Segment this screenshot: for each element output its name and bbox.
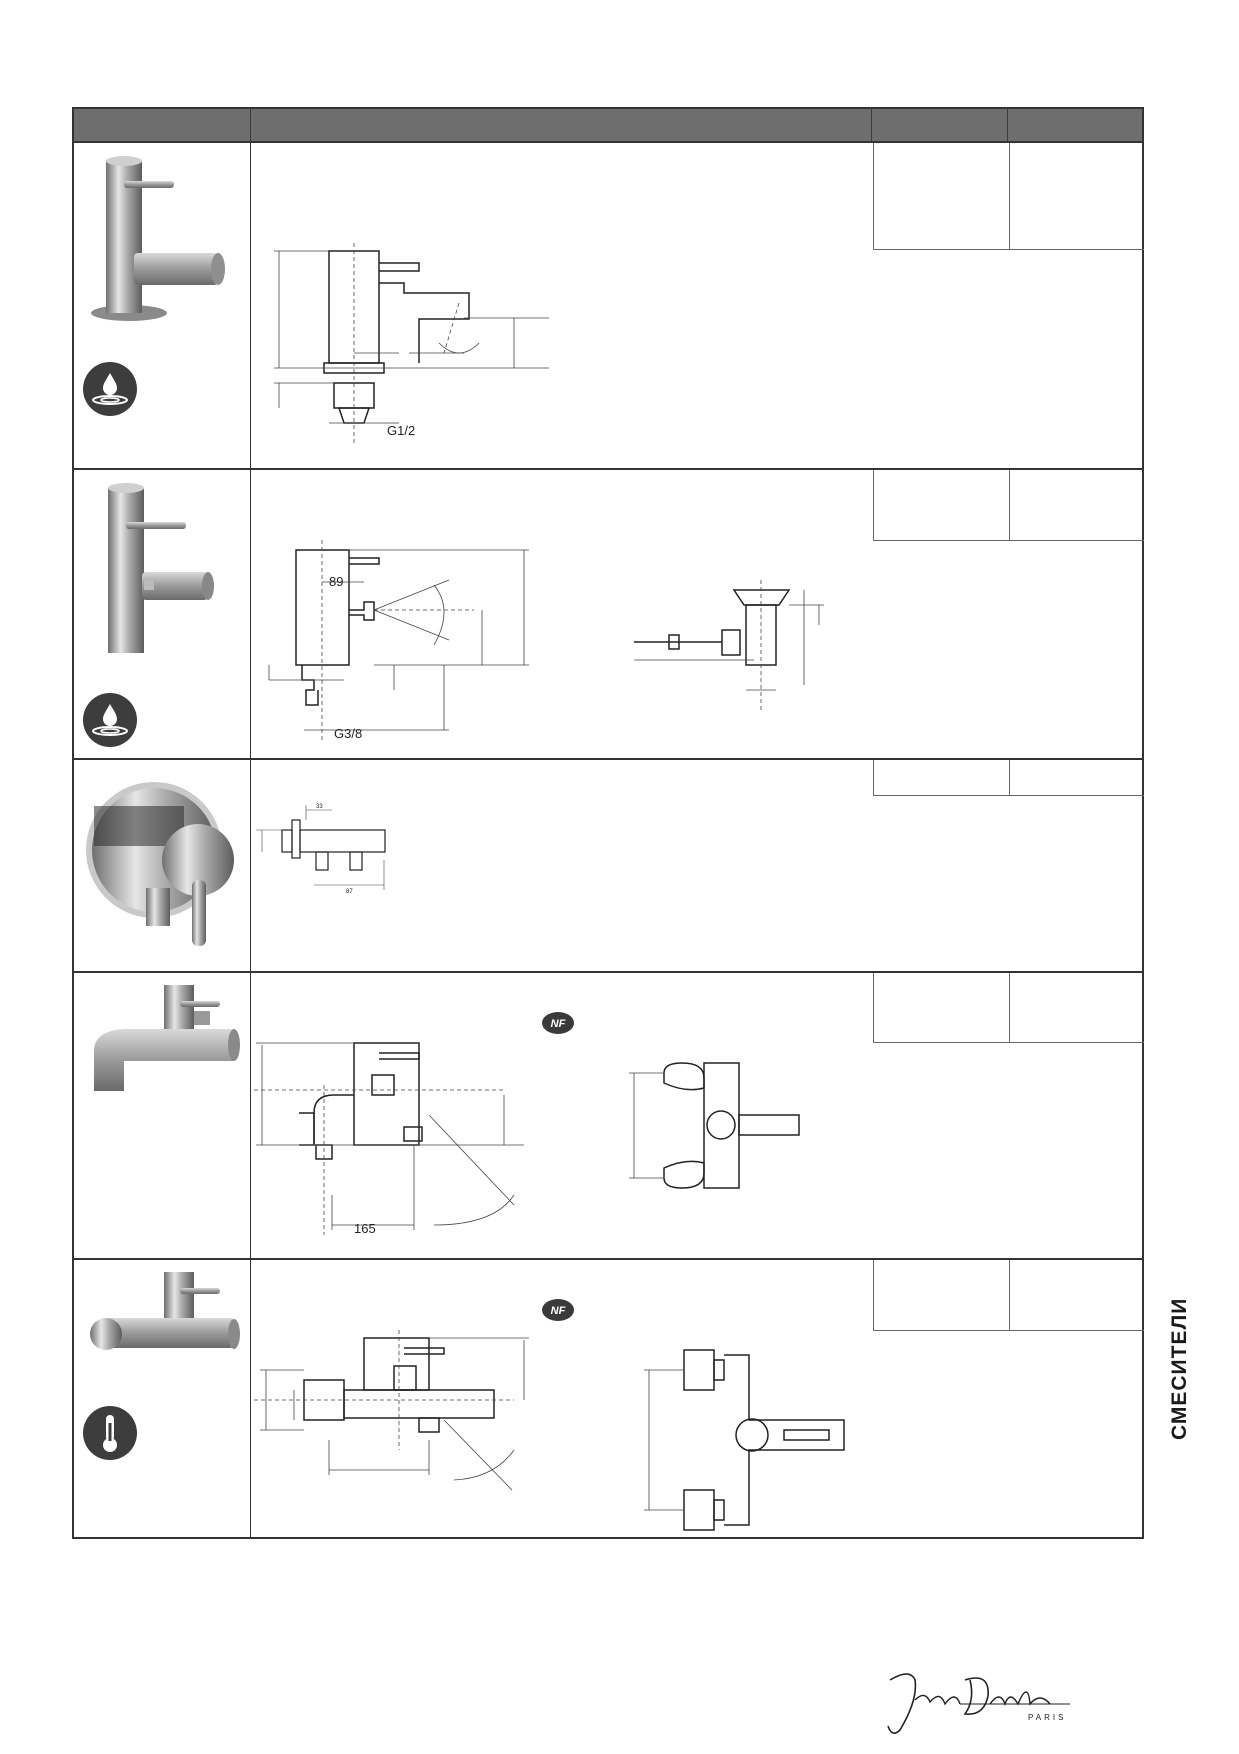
bath-mixer-wall-photo	[90, 1272, 240, 1350]
waste-drawing	[634, 580, 824, 710]
dim-33: 33	[316, 804, 323, 810]
bidet-mixer-drawing: 89 G3/8	[268, 540, 529, 741]
bidet-mixer-photo	[108, 483, 214, 653]
bath-mixer-wall-drawing	[254, 1330, 529, 1491]
water-saving-icon	[83, 362, 137, 416]
wall-valve-drawing: 33 87	[256, 804, 386, 895]
jacob-delafon-logo: PARIS	[887, 1673, 1070, 1734]
basin-mixer-photo	[91, 156, 225, 321]
svg-text:NF: NF	[551, 1018, 566, 1030]
dim-87: 87	[346, 889, 353, 895]
svg-text:PARIS: PARIS	[1028, 1713, 1066, 1722]
thermostatic-icon	[83, 1406, 137, 1460]
row-basin-mixer: G1/2	[74, 143, 1144, 470]
row-bath-mixer-deck: NF	[74, 973, 1144, 1260]
product-table: G1/2	[72, 107, 1144, 1539]
dim-g12: G1/2	[387, 423, 415, 438]
bath-mixer-deck-photo	[94, 985, 240, 1091]
basin-mixer-drawing: G1/2	[274, 243, 549, 443]
dim-g38: G3/8	[334, 726, 362, 741]
nf-badge: NF	[542, 1012, 574, 1034]
bath-mixer-deck-drawing: 165	[254, 1042, 524, 1236]
side-section-label: СМЕСИТЕЛИ	[1168, 1297, 1191, 1440]
row-bidet-mixer: 89 G3/8	[74, 470, 1144, 760]
bath-mixer-wall-topview	[644, 1349, 845, 1531]
row-wall-valve: 33 87	[74, 760, 1144, 973]
water-saving-icon-2	[83, 693, 137, 747]
dim-165: 165	[354, 1221, 376, 1236]
svg-text:NF: NF	[551, 1305, 566, 1317]
nf-badge-2: NF	[542, 1299, 574, 1321]
wall-valve-photo	[86, 782, 234, 946]
bath-mixer-deck-topview	[629, 1062, 800, 1189]
row-bath-mixer-wall: NF	[74, 1260, 1144, 1539]
dim-89: 89	[329, 574, 343, 589]
table-header	[74, 109, 1142, 143]
